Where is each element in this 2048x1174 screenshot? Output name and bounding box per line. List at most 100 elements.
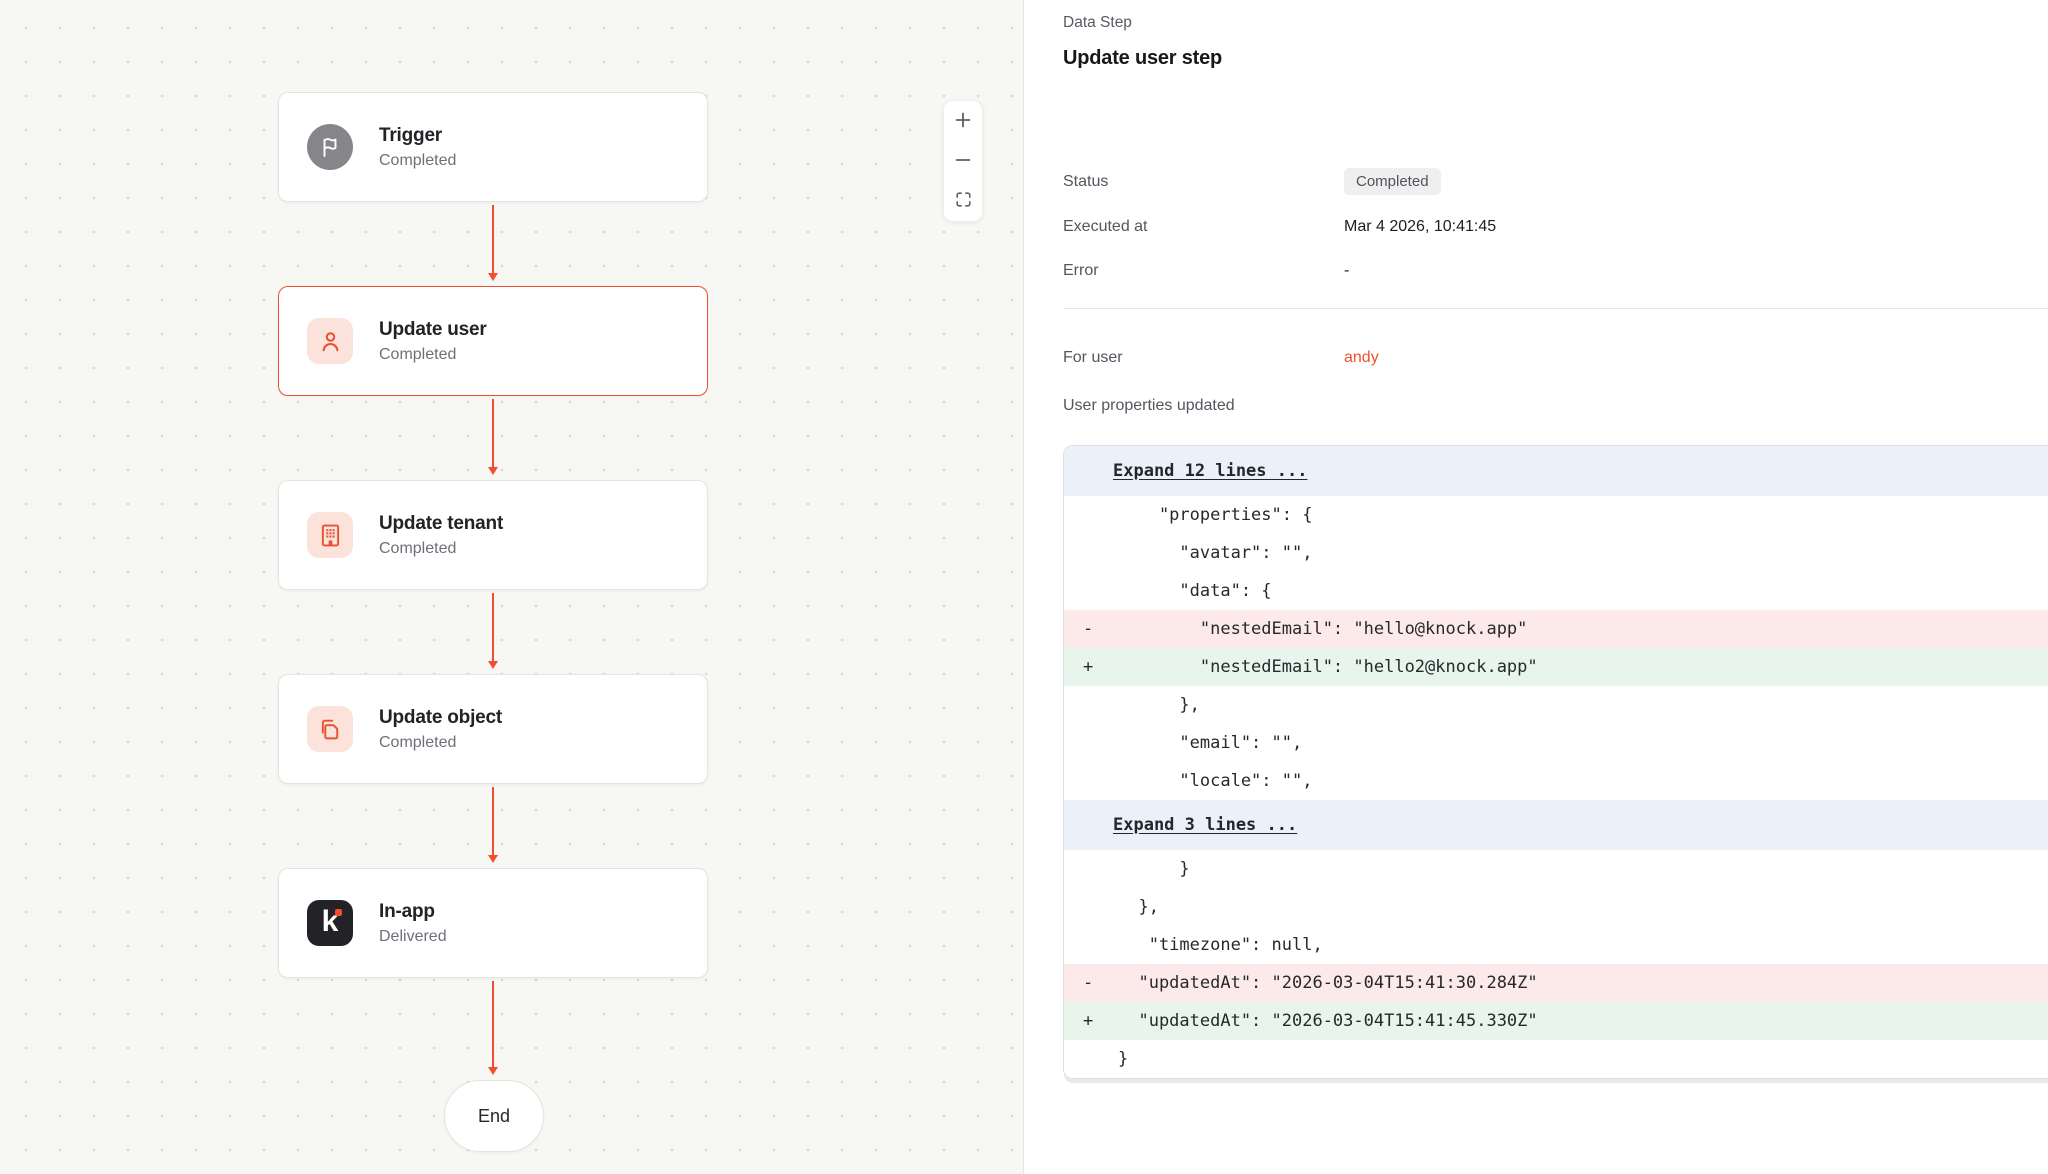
diff-gutter-marker — [1064, 534, 1118, 572]
node-title: In-app — [379, 900, 435, 922]
diff-gutter-marker: - — [1083, 619, 1094, 639]
node-update-object[interactable]: Update object Completed — [278, 674, 708, 784]
flag-icon — [307, 124, 353, 170]
canvas-zoom-controls — [943, 100, 983, 222]
diff-line-text: "avatar": "", — [1118, 543, 1313, 563]
diff-gutter-marker — [1064, 572, 1118, 610]
node-status: Completed — [379, 345, 457, 363]
diff-gutter-marker — [1064, 926, 1118, 964]
user-link[interactable]: andy — [1344, 349, 1379, 366]
status-badge: Completed — [1344, 168, 1441, 195]
diff-line-text: "nestedEmail": "hello2@knock.app" — [1118, 657, 1538, 677]
node-status: Completed — [379, 151, 457, 169]
diff-line: - "nestedEmail": "hello@knock.app" — [1064, 610, 2048, 648]
node-status: Delivered — [379, 927, 447, 945]
node-status: Completed — [379, 733, 457, 751]
plus-button[interactable] — [944, 101, 982, 141]
diff-gutter-marker — [1064, 762, 1118, 800]
diff-line: + "updatedAt": "2026-03-04T15:41:45.330Z… — [1064, 1002, 2048, 1040]
minus-icon — [953, 150, 973, 173]
workflow-edge — [488, 787, 498, 863]
minus-button[interactable] — [944, 141, 982, 181]
page-title: Update user step — [1063, 47, 1223, 69]
diff-gutter-marker — [1064, 850, 1118, 888]
diff-line: "timezone": null, — [1064, 926, 2048, 964]
diff-line: - "updatedAt": "2026-03-04T15:41:30.284Z… — [1064, 964, 2048, 1002]
diff-line: } — [1064, 850, 2048, 888]
building-icon — [307, 512, 353, 558]
step-type-label: Data Step — [1063, 14, 1132, 31]
field-label: Status — [1063, 172, 1109, 190]
diff-expand-row: Expand 12 lines ... — [1064, 446, 2048, 496]
expand-lines-link[interactable]: Expand 3 lines ... — [1113, 815, 1298, 835]
node-status: Completed — [379, 539, 457, 557]
for-user-row: For user andy — [1063, 349, 2048, 367]
fit-view-icon — [954, 190, 973, 212]
diff-line-text: } — [1118, 859, 1190, 879]
diff-line-text: "locale": "", — [1118, 771, 1313, 791]
node-update-tenant[interactable]: Update tenant Completed — [278, 480, 708, 590]
diff-line: "data": { — [1064, 572, 2048, 610]
field-error: Error - — [1063, 259, 2048, 283]
diff-line-text: } — [1118, 1049, 1129, 1069]
copy-icon — [307, 706, 353, 752]
diff-line: }, — [1064, 888, 2048, 926]
end-node[interactable]: End — [444, 1080, 544, 1152]
step-fields: Status Completed Executed at Mar 4 2026,… — [1063, 168, 2048, 283]
node-title: Trigger — [379, 124, 443, 146]
field-label: Error — [1063, 262, 1099, 279]
node-title: Update user — [379, 318, 487, 340]
diff-line: + "nestedEmail": "hello2@knock.app" — [1064, 648, 2048, 686]
user-icon — [307, 318, 353, 364]
diff-line: } — [1064, 1040, 2048, 1078]
node-in-app[interactable]: k In-app Delivered — [278, 868, 708, 978]
field-label: Executed at — [1063, 218, 1148, 235]
diff-gutter-marker — [1064, 686, 1118, 724]
workflow-edge — [488, 593, 498, 669]
node-title: Update tenant — [379, 512, 504, 534]
diff-line-text: "email": "", — [1118, 733, 1303, 753]
knock-logo-dot — [335, 909, 342, 916]
diff-gutter-marker — [1064, 496, 1118, 534]
diff-line: "locale": "", — [1064, 762, 2048, 800]
diff-line-text: "updatedAt": "2026-03-04T15:41:30.284Z" — [1118, 973, 1538, 993]
field-status: Status Completed — [1063, 168, 2048, 195]
field-executed-at: Executed at Mar 4 2026, 10:41:45 — [1063, 215, 2048, 239]
diff-gutter-marker: - — [1083, 973, 1094, 993]
diff-gutter-marker — [1064, 1040, 1118, 1078]
field-value: Mar 4 2026, 10:41:45 — [1344, 218, 1497, 235]
for-user-label: For user — [1063, 349, 1123, 366]
node-title: Update object — [379, 706, 503, 728]
diff-line: "email": "", — [1064, 724, 2048, 762]
diff-line-text: "data": { — [1118, 581, 1272, 601]
workflow-edge — [488, 205, 498, 281]
user-properties-diff: Expand 12 lines ... "properties": { "ava… — [1063, 445, 2048, 1079]
knock-logo: k — [321, 905, 339, 938]
diff-section-label: User properties updated — [1063, 397, 1235, 414]
diff-line-text: }, — [1118, 695, 1200, 715]
diff-line-text: "nestedEmail": "hello@knock.app" — [1118, 619, 1528, 639]
diff-gutter-marker: + — [1083, 1011, 1094, 1031]
workflow-canvas[interactable]: End Trigger Completed Update user Comple… — [0, 0, 1024, 1174]
diff-gutter-marker — [1064, 888, 1118, 926]
field-value: - — [1344, 262, 1350, 279]
fit-view-button[interactable] — [944, 181, 982, 221]
diff-gutter-marker: + — [1083, 657, 1094, 677]
diff-line-text: }, — [1118, 897, 1159, 917]
expand-lines-link[interactable]: Expand 12 lines ... — [1113, 461, 1308, 481]
diff-expand-row: Expand 3 lines ... — [1064, 800, 2048, 850]
diff-line-text: "updatedAt": "2026-03-04T15:41:45.330Z" — [1118, 1011, 1538, 1031]
diff-line: "avatar": "", — [1064, 534, 2048, 572]
knock-icon: k — [307, 900, 353, 946]
node-trigger[interactable]: Trigger Completed — [278, 92, 708, 202]
node-update-user[interactable]: Update user Completed — [278, 286, 708, 396]
diff-line: "properties": { — [1064, 496, 2048, 534]
diff-line: }, — [1064, 686, 2048, 724]
diff-gutter-marker — [1064, 724, 1118, 762]
plus-icon — [953, 110, 973, 133]
diff-line-text: "properties": { — [1118, 505, 1313, 525]
diff-line-text: "timezone": null, — [1118, 935, 1323, 955]
divider — [1063, 308, 2048, 309]
workflow-edge — [488, 399, 498, 475]
step-details-panel: Data Step Update user step Status Comple… — [1025, 0, 2048, 1174]
